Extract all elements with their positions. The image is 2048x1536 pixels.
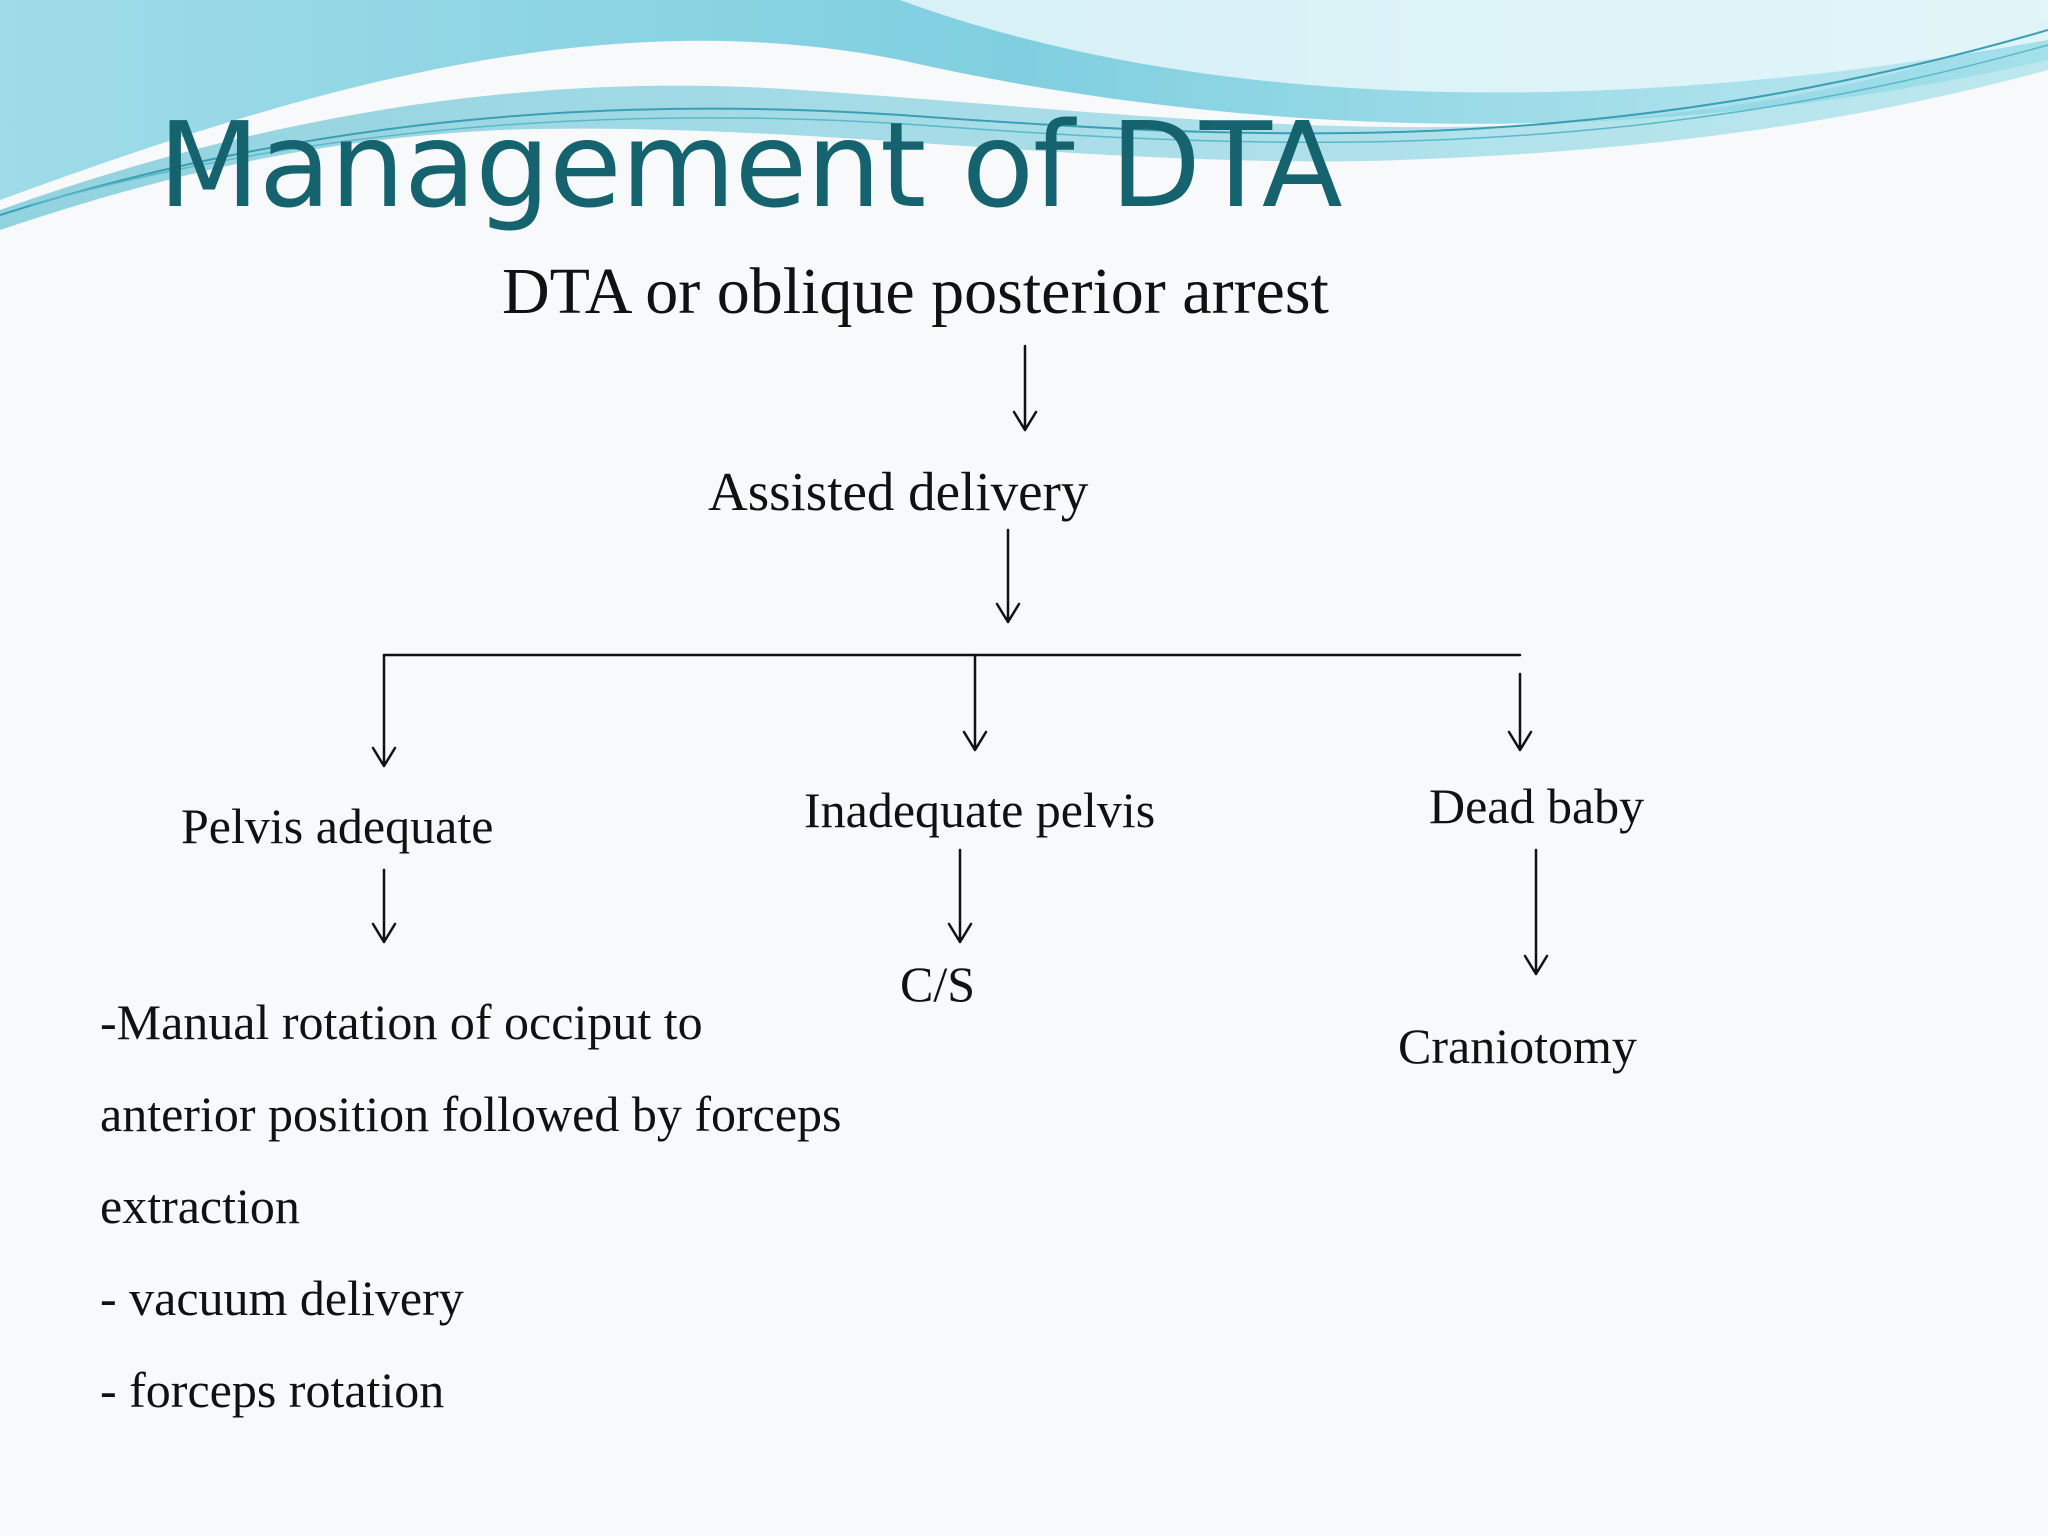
node-dead-baby: Dead baby bbox=[1429, 778, 1645, 834]
arrow-bar-to-inadequate-pelvis bbox=[962, 653, 988, 752]
wave-thin-line-2 bbox=[29, 44, 2048, 206]
node-root: DTA or oblique posterior arrest bbox=[502, 255, 1329, 328]
arrow-bar-to-pelvis-adequate bbox=[371, 653, 397, 768]
header-wave-decoration bbox=[0, 0, 2048, 230]
arrow-to-dead-baby bbox=[1507, 672, 1533, 752]
node-craniotomy: Craniotomy bbox=[1398, 1018, 1637, 1074]
wave-white-band bbox=[900, 0, 2048, 93]
option-line: - forceps rotation bbox=[100, 1362, 445, 1418]
arrow-root-to-step bbox=[1012, 344, 1038, 432]
arrow-inadequate-pelvis-to-cs bbox=[947, 848, 973, 944]
option-line: - vacuum delivery bbox=[100, 1270, 464, 1326]
wave-thin-line-1 bbox=[0, 29, 2048, 216]
option-line: extraction bbox=[100, 1178, 300, 1234]
node-pelvis-adequate: Pelvis adequate bbox=[181, 798, 494, 854]
node-assisted-delivery: Assisted delivery bbox=[708, 461, 1089, 522]
node-inadequate-pelvis: Inadequate pelvis bbox=[804, 782, 1156, 838]
slide-title: Management of DTA bbox=[158, 96, 1343, 234]
pelvis-adequate-options: -Manual rotation of occiput to anterior … bbox=[100, 976, 841, 1436]
node-cs: C/S bbox=[900, 956, 976, 1012]
option-line: anterior position followed by forceps bbox=[100, 1086, 842, 1142]
arrow-pelvis-adequate-to-options bbox=[371, 868, 397, 944]
wave-dark-band bbox=[0, 20, 2048, 230]
arrow-dead-baby-to-craniotomy bbox=[1523, 848, 1549, 976]
arrow-step-to-branch-bar bbox=[995, 528, 1021, 624]
option-line: -Manual rotation of occiput to bbox=[100, 994, 703, 1050]
